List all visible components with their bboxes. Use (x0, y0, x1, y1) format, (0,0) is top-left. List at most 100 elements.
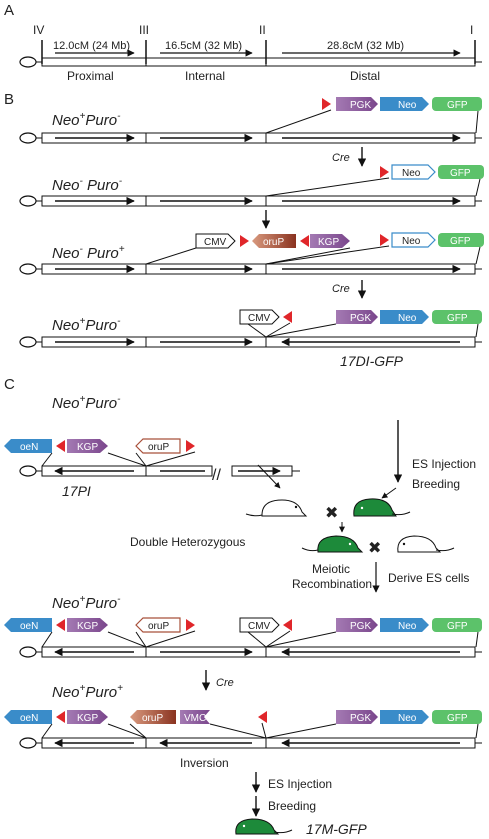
panel-b-row-3: Neo- Puro+ CMV oruP KGP Neo GFP (19, 232, 484, 275)
loxp-site (380, 166, 389, 178)
vmc-label: VMC (184, 713, 206, 724)
gfp-gene (432, 97, 482, 111)
neo-label: Neo (398, 713, 417, 724)
neo-label: Neo (402, 236, 421, 247)
cre-label: Cre (332, 283, 350, 295)
panel-label-a: A (4, 2, 14, 19)
mouse-white-icon (245, 499, 308, 517)
loxp-site (283, 619, 292, 631)
kgp-gene (67, 618, 108, 632)
cmv-label: CMV (248, 313, 271, 324)
panel-c-row-2: Neo+Puro- oeN KGP oruP CMV PGK Neo GFP (4, 594, 482, 658)
neo-gene (380, 310, 429, 324)
pgk-promoter (336, 310, 378, 324)
loxp-site (380, 234, 389, 246)
loxp-site (186, 440, 195, 452)
band-label-ii: II (259, 23, 266, 37)
gfp-gene (432, 618, 482, 632)
region-proximal: Proximal (67, 69, 114, 83)
oen-label: oeN (20, 621, 38, 632)
band-label-iv: IV (33, 23, 44, 37)
breeding-scheme: ES Injection Breeding ✖ Double Heterozyg… (130, 420, 476, 593)
oen-label: oeN (20, 442, 38, 453)
panel-c-row-1: Neo+Puro- oeN KGP oruP // 17PI (4, 394, 300, 499)
loxp-site (240, 235, 249, 247)
gfp-label: GFP (447, 313, 468, 324)
loxp-site (258, 711, 267, 723)
neo-gene-inactive (391, 232, 436, 248)
pgk-label: PGK (350, 313, 371, 324)
pgk-label: PGK (350, 621, 371, 632)
genotype-label: Neo+Puro- (52, 594, 121, 612)
neo-label: Neo (398, 313, 417, 324)
gfp-label: GFP (447, 100, 468, 111)
genotype-label: Neo+Puro- (52, 394, 121, 412)
pgk-label: PGK (350, 100, 371, 111)
gfp-label: GFP (450, 236, 471, 247)
genotype-label: Neo- Puro- (52, 176, 123, 194)
band-label-i: I (470, 23, 473, 37)
genotype-label: Neo+Puro- (52, 111, 121, 129)
panel-b-row-4: Neo+Puro- CMV PGK Neo GFP 17DI-GFP (19, 309, 482, 369)
final-steps: ES Injection Breeding 17M-GFP (235, 772, 367, 837)
kgp-gene (67, 710, 108, 724)
kgp-label: KGP (318, 237, 339, 248)
panel-label-c: C (4, 376, 15, 393)
mouse-white-icon (397, 535, 455, 553)
double-het-label: Double Heterozygous (130, 535, 245, 549)
panel-c-row-3: Neo+Puro+ oeN KGP oruP VMC PGK Neo GFP (4, 683, 482, 770)
recombination-label: Recombination (292, 577, 372, 591)
cross-symbol: ✖ (325, 505, 338, 522)
cre-label: Cre (332, 152, 350, 164)
cmv-promoter (239, 309, 280, 325)
meiotic-label: Meiotic (312, 562, 350, 576)
distance-internal: 16.5cM (32 Mb) (165, 40, 242, 52)
inversion-label: Inversion (180, 756, 229, 770)
puro-label: oruP (148, 442, 169, 453)
distance-proximal: 12.0cM (24 Mb) (53, 40, 130, 52)
loxp-site (283, 311, 292, 323)
neo-gene (380, 97, 429, 111)
chromosome-bar (41, 57, 476, 67)
oen-label: oeN (20, 713, 38, 724)
panel-b-row-1: Neo+Puro- PGK Neo GFP (19, 97, 482, 144)
oen-gene (4, 618, 52, 632)
gfp-label: GFP (447, 713, 468, 724)
breeding-label: Breeding (412, 477, 460, 491)
kgp-label: KGP (77, 621, 98, 632)
gfp-gene (432, 310, 482, 324)
centromere (19, 56, 37, 68)
genotype-label: Neo+Puro- (52, 316, 121, 334)
es-injection-label: ES Injection (268, 777, 332, 791)
gfp-label: GFP (447, 621, 468, 632)
neo-gene (380, 618, 429, 632)
puro-gene (252, 234, 296, 248)
pgk-label: PGK (350, 713, 371, 724)
panel-label-b: B (4, 91, 14, 108)
oen-gene (4, 439, 52, 453)
genotype-label: Neo- Puro+ (52, 244, 125, 262)
region-distal: Distal (350, 69, 380, 83)
distance-distal: 28.8cM (32 Mb) (327, 40, 404, 52)
gfp-gene (438, 165, 484, 179)
pgk-promoter (336, 618, 378, 632)
chromosome-map: IV III II I 12.0cM (24 Mb) 16.5cM (32 Mb… (19, 23, 482, 83)
es-injection-label: ES Injection (412, 457, 476, 471)
pgk-promoter (336, 97, 378, 111)
kgp-gene (67, 439, 108, 453)
mouse-green-icon (353, 498, 411, 517)
cre-label: Cre (216, 677, 234, 689)
band-label-iii: III (139, 23, 149, 37)
loxp-site (300, 235, 309, 247)
genotype-label: Neo+Puro+ (52, 683, 123, 701)
neo-label: Neo (398, 621, 417, 632)
puro-label: oruP (148, 621, 169, 632)
cmv-promoter (239, 617, 280, 633)
chromosome-break: // (212, 467, 221, 484)
puro-label: oruP (263, 237, 284, 248)
puro-gene-inactive (135, 438, 181, 454)
breeding-label: Breeding (268, 799, 316, 813)
cmv-label: CMV (248, 621, 271, 632)
kgp-label: KGP (77, 442, 98, 453)
